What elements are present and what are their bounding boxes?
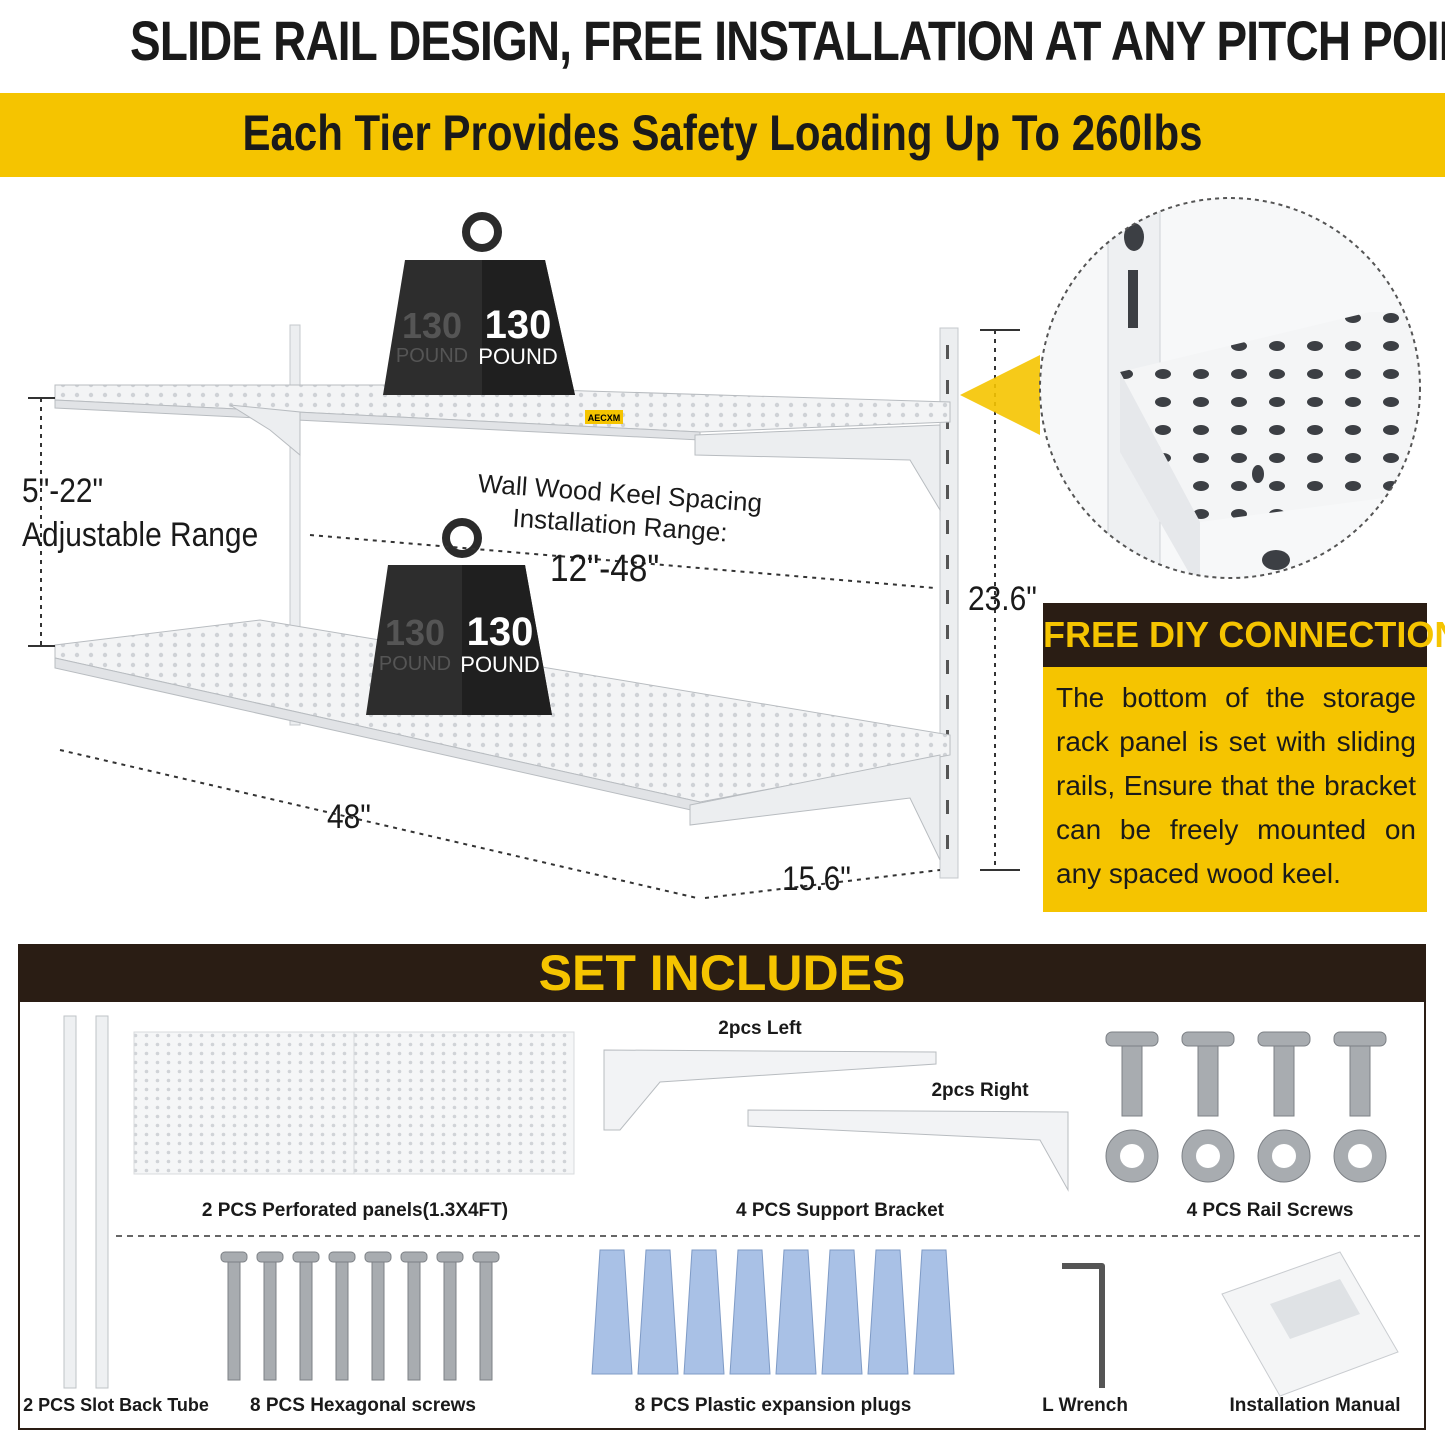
svg-text:POUND: POUND [396, 345, 468, 367]
rail-screws [1105, 1031, 1387, 1183]
rail-left [289, 324, 301, 726]
installation-manual [1221, 1251, 1399, 1397]
page-headline: SLIDE RAIL DESIGN, FREE INSTALLATION AT … [130, 9, 1445, 72]
caption-perforated-panels: 2 PCS Perforated panels(1.3X4FT) [201, 1200, 509, 1221]
diy-title: FREE DIY CONNECTION [1043, 603, 1445, 667]
bracket-left-label: 2pcs Left [718, 1018, 802, 1039]
weight-bottom: 130 POUND 130 POUND [366, 518, 552, 715]
l-wrench [1062, 1263, 1105, 1388]
bracket-right-label: 2pcs Right [931, 1080, 1029, 1101]
slot-back-tube [63, 1015, 109, 1389]
depth-dimension: 15.6" [782, 860, 851, 898]
caption-slot-back-tube: 2 PCS Slot Back Tube [23, 1395, 209, 1415]
brand-label: AECXM [588, 413, 621, 423]
set-items-illustration [63, 1015, 1420, 1397]
caption-installation-manual: Installation Manual [1229, 1395, 1401, 1416]
svg-text:POUND: POUND [478, 344, 557, 369]
svg-text:130: 130 [467, 610, 534, 654]
caption-support-bracket: 4 PCS Support Bracket [736, 1200, 944, 1221]
tier-range-value: 5"-22" [22, 472, 104, 510]
svg-text:130: 130 [485, 303, 552, 347]
set-includes-title: SET INCLUDES [538, 945, 906, 1001]
set-includes-band [18, 944, 1426, 1002]
detail-magnifier [1039, 197, 1421, 579]
shelf-diagram: AECXM 130 POUND 130 POUND 130 POUND 130 … [28, 212, 1040, 899]
bottom-bracket [689, 754, 941, 861]
caption-rail-screws: 4 PCS Rail Screws [1186, 1200, 1354, 1221]
caption-plastic-plugs: 8 PCS Plastic expansion plugs [634, 1395, 912, 1416]
tier-range-caption: Adjustable Range [22, 516, 259, 554]
diy-body: The bottom of the storage rack panel is … [1056, 682, 1416, 889]
support-brackets [603, 1049, 1069, 1192]
height-dimension: 23.6" [968, 580, 1037, 618]
svg-text:POUND: POUND [460, 652, 539, 677]
subheadline: Each Tier Provides Safety Loading Up To … [242, 105, 1203, 161]
svg-text:POUND: POUND [379, 653, 451, 675]
keel-spacing-range: 12"-48" [550, 548, 660, 590]
plastic-expansion-plugs [591, 1249, 955, 1375]
hexagonal-screws [220, 1251, 500, 1381]
caption-hexagonal-screws: 8 PCS Hexagonal screws [250, 1395, 476, 1416]
caption-l-wrench: L Wrench [1042, 1395, 1128, 1416]
svg-text:130: 130 [385, 612, 445, 653]
width-dimension: 48" [327, 798, 371, 836]
top-bracket [694, 424, 941, 512]
svg-text:130: 130 [402, 305, 462, 346]
brand-tag [585, 410, 623, 424]
subheadline-band [0, 93, 1445, 177]
weight-top: 130 POUND 130 POUND [383, 212, 575, 395]
